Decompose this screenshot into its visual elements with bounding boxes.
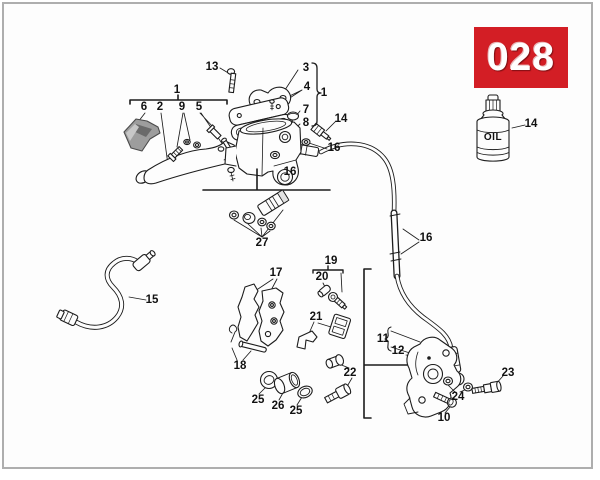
callout-21: 21: [309, 311, 323, 323]
callout-1: 1: [173, 84, 181, 96]
callout-26: 26: [271, 400, 285, 412]
callout-25: 25: [251, 394, 265, 406]
oil-bottle: [476, 94, 526, 162]
callout-13: 13: [205, 61, 219, 73]
lever-group-bracket: [129, 94, 228, 105]
page-number-badge: 028: [474, 27, 568, 88]
seal-kit: [228, 189, 290, 238]
banjo-bolt-and-washers-top: [269, 122, 332, 160]
callout-27: 27: [255, 237, 269, 249]
callout-10: 10: [437, 412, 451, 424]
brake-lever: [135, 140, 238, 185]
callout-8: 8: [302, 117, 310, 129]
callout-5: 5: [195, 101, 203, 113]
callout-12: 12: [391, 345, 405, 357]
callout-19: 19: [324, 255, 338, 267]
callout-3: 3: [302, 62, 310, 74]
callout-9: 9: [178, 101, 186, 113]
callout-7: 7: [302, 104, 310, 116]
caliper-fasteners: [433, 375, 504, 414]
page-number: 028: [486, 35, 556, 79]
pad-spring: [296, 313, 352, 350]
assembly-brace-right: [311, 62, 322, 127]
callout-14: 14: [524, 118, 538, 130]
callout-18: 18: [233, 360, 247, 372]
seal-kit-bracket: [202, 168, 331, 191]
pad-pin-and-clip: [228, 324, 267, 361]
callout-6: 6: [140, 101, 148, 113]
callout-2: 2: [156, 101, 164, 113]
brake-pads: [237, 278, 285, 347]
callout-11: 11: [376, 333, 390, 345]
callout-16: 16: [419, 232, 433, 244]
callout-17: 17: [269, 267, 283, 279]
master-cylinder-body: [224, 118, 302, 186]
callout-1: 1: [320, 87, 328, 99]
callout-14: 14: [334, 113, 348, 125]
brake-switch-cable: [56, 250, 156, 330]
brake-caliper: [384, 326, 462, 418]
piston-and-seals: [258, 370, 313, 406]
callout-16: 16: [327, 142, 341, 154]
callout-24: 24: [451, 391, 465, 403]
oil-bottle-label: OIL: [483, 132, 503, 143]
callout-22: 22: [343, 367, 357, 379]
callout-4: 4: [303, 81, 311, 93]
callout-23: 23: [501, 367, 515, 379]
caliper-group-bracket: [363, 268, 410, 419]
callout-15: 15: [145, 294, 159, 306]
cap-and-nut: [278, 111, 300, 144]
bleed-valve: [312, 265, 348, 310]
callout-16: 16: [283, 166, 297, 178]
callout-25: 25: [289, 405, 303, 417]
lever-holder: [123, 118, 161, 152]
callout-20: 20: [315, 271, 329, 283]
clamp-bolt: [226, 68, 237, 94]
bushing-and-bolt-22: [324, 354, 353, 404]
